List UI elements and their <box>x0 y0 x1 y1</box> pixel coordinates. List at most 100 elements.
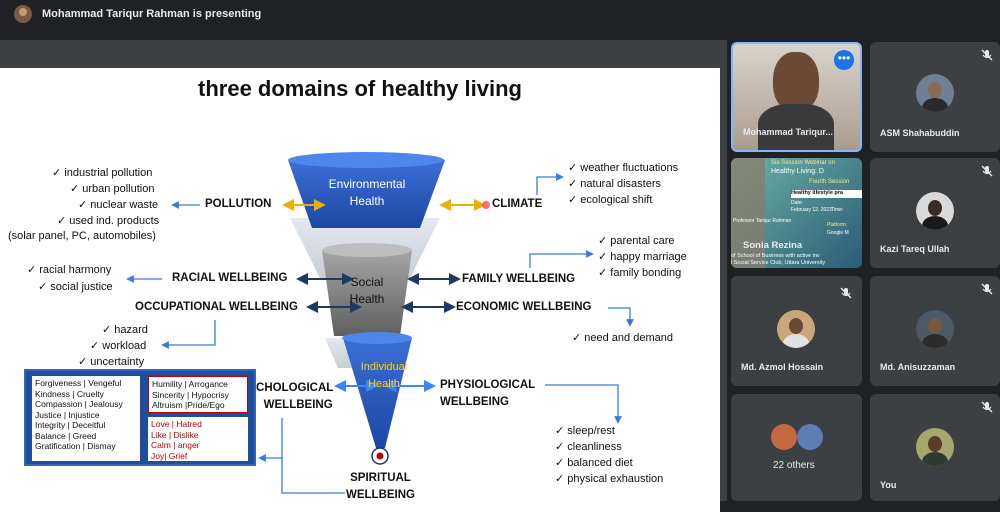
pollution-item: (solar panel, PC, automobiles) <box>8 230 156 242</box>
physiological-item: ✓ balanced diet <box>555 457 633 469</box>
more-options-icon[interactable]: ••• <box>834 50 854 70</box>
virtue-pair: Love | Hatred <box>151 419 202 429</box>
pollution-item: ✓ industrial pollution <box>52 167 153 179</box>
pollution-item: ✓ urban pollution <box>70 183 155 195</box>
avatar <box>777 310 815 348</box>
family-item: ✓ happy marriage <box>598 251 687 263</box>
spiritual-line1: SPIRITUAL <box>350 472 411 484</box>
environmental-health-line2: Health <box>349 194 385 208</box>
shared-line: Time: <box>831 207 844 213</box>
virtue-pair: Gratification | Dismay <box>35 441 116 451</box>
presentation-stage[interactable]: three domains of healthy living <box>0 40 727 512</box>
funnel-diagram <box>126 152 634 494</box>
physiological-item: ✓ physical exhaustion <box>555 473 664 485</box>
racial-item: ✓ social justice <box>38 281 113 293</box>
social-health-line2: Health <box>349 292 385 306</box>
climate-item: ✓ ecological shift <box>568 194 653 206</box>
shared-line: February 12, 2022 <box>791 207 832 213</box>
avatar <box>797 424 823 450</box>
participant-tile-others[interactable]: 22 others <box>731 394 862 501</box>
shared-line: Healthy lifestyle pra <box>791 190 862 198</box>
social-health-line1: Social <box>350 275 384 289</box>
mic-off-icon <box>981 401 993 413</box>
virtue-pair: Integrity | Deceitful <box>35 420 106 430</box>
psychological-line1: PSYCHOLOGICAL <box>233 382 334 394</box>
pollution-item: ✓ nuclear waste <box>78 199 159 211</box>
environmental-health-label: Environmental Health <box>322 176 412 210</box>
spiritual-wellbeing-heading: SPIRITUAL WELLBEING <box>346 470 415 504</box>
virtues-top-right-list: Humility | Arrogance Sincerity | Hypocri… <box>148 376 248 413</box>
virtues-left-list: Forgiveness | Vengeful Kindness | Cruelt… <box>32 376 140 461</box>
occupational-item: ✓ workload <box>90 340 147 352</box>
economic-item: ✓ need and demand <box>572 332 673 344</box>
family-item: ✓ parental care <box>598 235 675 247</box>
shared-line: l Social Service Club, Uttara University <box>731 260 826 266</box>
climate-item: ✓ weather fluctuations <box>568 162 679 174</box>
shared-line: Professor Tariqur Rahman <box>733 218 792 224</box>
shared-line: of School of Business with active inv <box>731 253 820 259</box>
participant-name: Mohammad Tariqur... <box>743 127 833 137</box>
occupational-item: ✓ uncertainty <box>78 356 145 368</box>
virtue-pair: Humility | Arrogance <box>152 379 228 389</box>
participant-name: Md. Azmol Hossain <box>741 362 824 372</box>
presenter-body <box>758 104 834 150</box>
avatar <box>916 310 954 348</box>
individual-health-line2: Health <box>368 378 400 390</box>
virtue-pair: Like | Dislike <box>151 429 199 440</box>
participant-name: You <box>880 480 897 490</box>
climate-heading: CLIMATE <box>492 198 543 210</box>
virtue-pair: Justice | Injustice <box>35 409 100 420</box>
virtue-pair: Forgiveness | Vengeful <box>35 378 122 388</box>
occupational-item: ✓ hazard <box>102 324 148 336</box>
virtues-bottom-right-list: Love | Hatred Like | Dislike Calm | ange… <box>148 417 248 461</box>
occupational-wellbeing-heading: OCCUPATIONAL WELLBEING <box>135 301 298 313</box>
participant-tile-anisuzzaman[interactable]: Md. Anisuzzaman <box>870 276 1000 386</box>
shared-line: Platform: <box>827 222 848 228</box>
shared-line: Fourth Session <box>809 179 850 185</box>
mic-off-icon <box>981 49 993 61</box>
virtue-pair: Calm | anger <box>151 440 200 450</box>
family-item: ✓ family bonding <box>598 267 682 279</box>
shared-line: Google M <box>827 230 849 236</box>
participant-tile-kazi[interactable]: Kazi Tareq Ullah <box>870 158 1000 268</box>
psychological-line2: WELLBEING <box>263 399 333 411</box>
virtue-pair: Compassion | Jealousy <box>35 399 123 409</box>
shared-line: Six-Session Webinar on <box>771 160 835 166</box>
family-wellbeing-heading: FAMILY WELLBEING <box>462 273 576 285</box>
shared-line: Date: <box>791 200 803 206</box>
participant-tile-sonia[interactable]: Six-Session Webinar on Healthy Living: D… <box>731 158 862 268</box>
participant-name: Kazi Tareq Ullah <box>880 244 950 254</box>
physiological-wellbeing-heading: PHYSIOLOGICAL WELLBEING <box>440 377 535 411</box>
climate-item: ✓ natural disasters <box>568 178 661 190</box>
physiological-item: ✓ cleanliness <box>555 441 622 453</box>
avatar <box>916 428 954 466</box>
spiritual-virtues-box: Forgiveness | Vengeful Kindness | Cruelt… <box>24 369 256 466</box>
physiological-line2: WELLBEING <box>440 396 509 408</box>
others-count: 22 others <box>773 460 815 471</box>
participant-name: ASM Shahabuddin <box>880 128 960 138</box>
avatar <box>916 74 954 112</box>
shared-line: Healthy Living: D <box>771 168 824 175</box>
shared-photo <box>731 158 765 268</box>
pollution-item: ✓ used ind. products <box>57 215 160 227</box>
presenting-bar: Mohammad Tariqur Rahman is presenting <box>0 0 1000 28</box>
environmental-health-line1: Environmental <box>328 177 406 191</box>
participant-tile-you[interactable]: You <box>870 394 1000 501</box>
participant-name: Sonia Rezina <box>743 240 803 251</box>
presenter-face <box>773 52 819 112</box>
social-health-label: Social Health <box>337 274 397 308</box>
pollution-heading: POLLUTION <box>205 198 272 210</box>
avatar <box>771 424 797 450</box>
presenter-avatar <box>14 5 32 23</box>
virtue-pair: Altruism |Pride/Ego <box>152 400 225 410</box>
participant-name: Md. Anisuzzaman <box>880 362 956 372</box>
participant-tile-asm[interactable]: ASM Shahabuddin <box>870 42 1000 152</box>
mic-off-icon <box>840 287 852 299</box>
individual-health-line1: Individual <box>360 361 408 373</box>
participant-tile-pinned[interactable]: ••• Mohammad Tariqur... <box>731 42 862 152</box>
individual-health-label: Individual Health <box>345 359 423 393</box>
participant-tile-azmol[interactable]: Md. Azmol Hossain <box>731 276 862 386</box>
slide-title: three domains of healthy living <box>198 76 522 101</box>
virtue-pair: Joy| Grief <box>151 450 188 461</box>
physiological-item: ✓ sleep/rest <box>555 425 615 437</box>
